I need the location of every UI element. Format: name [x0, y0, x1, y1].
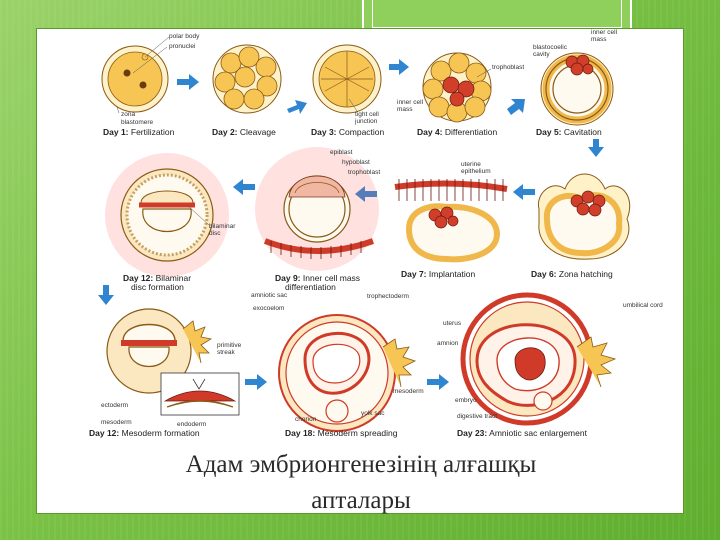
- stage-fertilization: polar body pronuclei zona blastomere Day…: [101, 33, 200, 137]
- label-primitive: primitive: [217, 342, 242, 349]
- label-tight-cell: tight cell: [355, 111, 379, 118]
- embryo-development-diagram: polar body pronuclei zona blastomere Day…: [89, 29, 663, 438]
- arrow-icon: [427, 374, 449, 390]
- label-zona: zona: [121, 111, 135, 118]
- label-chorion: chorion: [295, 416, 317, 423]
- label-uterine: uterine: [461, 161, 481, 168]
- label-bilaminar: bilaminar: [209, 223, 236, 230]
- label-umbilical-cord: umbilical cord: [623, 302, 663, 309]
- label-digestive-tract: digestive tract: [457, 413, 497, 420]
- stage-differentiation: trophoblast inner cell mass Day 4: Diffe…: [397, 52, 524, 137]
- label-trophoblast: trophoblast: [492, 64, 524, 71]
- stage-caption-bilaminar-2: disc formation: [131, 282, 184, 292]
- embryo: [514, 347, 546, 381]
- pronucleus: [139, 81, 147, 89]
- stage-caption-cleavage: Day 2: Cleavage: [212, 127, 276, 137]
- stage-compaction: tight cell junction Day 3: Compaction: [311, 44, 385, 137]
- arrow-icon: [588, 139, 604, 157]
- stage-inner-cell-mass-differentiation: epiblast hypoblast trophoblast Day 9: In…: [255, 147, 380, 292]
- arrow-icon: [287, 100, 307, 114]
- uterine-epithelium: [394, 180, 508, 192]
- caption-line-2: апталары: [311, 487, 411, 514]
- arrow-icon: [177, 74, 199, 90]
- arrow-icon: [233, 179, 255, 195]
- stage-caption-mesoderm-formation: Day 12: Mesoderm formation: [89, 428, 200, 438]
- slide-caption: Адам эмбрионгенезінің алғашқы апталары: [37, 447, 685, 519]
- stage-mesoderm-formation: primitive streak ectoderm mesoderm endod…: [89, 308, 242, 438]
- arrow-icon: [355, 186, 377, 202]
- label-inner-cell: inner cell: [397, 99, 424, 106]
- stage-caption-mesoderm-spreading: Day 18: Mesoderm spreading: [285, 428, 398, 438]
- arrow-icon: [389, 59, 409, 75]
- label-epiblast: epiblast: [330, 149, 353, 156]
- stage-implantation: uterine epithelium Day 7: Implantation: [394, 161, 508, 279]
- label-endoderm: endoderm: [177, 421, 206, 428]
- label-blastocoelic: blastocoelic: [533, 44, 568, 51]
- epiblast-hypoblast-mass: [288, 175, 346, 198]
- stage-mesoderm-spreading: amniotic sac exocoelom trophectoderm mes…: [251, 292, 424, 438]
- chorionic-villi: [182, 320, 213, 364]
- label-mesoderm: mesoderm: [101, 419, 132, 426]
- stage-cleavage: Day 2: Cleavage: [212, 44, 282, 137]
- label-yolk-sac: yolk sac: [361, 410, 385, 417]
- stage-caption-fertilization: Day 1: Fertilization: [103, 127, 175, 137]
- stage-caption-implantation: Day 7: Implantation: [401, 269, 475, 279]
- stage-caption-bilaminar: Day 12: Bilaminar: [123, 273, 191, 283]
- label-exocoelom: exocoelom: [253, 305, 284, 312]
- label-blastomere: blastomere: [121, 119, 154, 126]
- arrow-icon: [245, 374, 267, 390]
- zygote-cell: [107, 51, 163, 107]
- stage-caption-differentiation: Day 4: Differentiation: [417, 127, 497, 137]
- stage-caption-icm-differentiation-2: differentiation: [285, 282, 336, 292]
- arrow-icon: [513, 184, 535, 200]
- label-bilaminar-disc: disc: [209, 230, 221, 237]
- label-amnion: amnion: [437, 340, 459, 347]
- arrow-icon: [507, 99, 525, 115]
- label-trophectoderm: trophectoderm: [367, 293, 409, 300]
- stage-amniotic-sac-enlargement: umbilical cord uterus amnion embryo dige…: [437, 292, 663, 438]
- label-ectoderm: ectoderm: [101, 402, 128, 409]
- label-polar-body: polar body: [169, 33, 200, 40]
- title-placeholder-frame: [372, 0, 622, 28]
- caption-line-1: Адам эмбрионгенезінің алғашқы: [185, 451, 537, 478]
- yolk-sac: [325, 399, 349, 423]
- stage-caption-amniotic-sac: Day 23: Amniotic sac enlargement: [457, 428, 588, 438]
- stage-caption-zona-hatching: Day 6: Zona hatching: [531, 269, 613, 279]
- label-uterus: uterus: [443, 320, 462, 327]
- label-inner-cell-5: inner cell: [591, 29, 618, 36]
- stage-caption-cavitation: Day 5: Cavitation: [536, 127, 602, 137]
- stage-caption-compaction: Day 3: Compaction: [311, 127, 385, 137]
- pronucleus: [123, 69, 131, 77]
- label-hypoblast: hypoblast: [342, 159, 370, 166]
- label-tight-cell-junction: junction: [354, 118, 378, 125]
- label-inner-cell-mass-5: mass: [591, 36, 607, 43]
- stage-cavitation: blastocoelic cavity inner cell mass Day …: [533, 29, 618, 137]
- stage-zona-hatching: Day 6: Zona hatching: [531, 173, 631, 279]
- label-uterine-epithelium: epithelium: [461, 168, 491, 175]
- label-primitive-streak: streak: [217, 349, 235, 356]
- arrow-icon: [98, 285, 114, 305]
- stage-bilaminar-disc: bilaminar disc Day 12: Bilaminar disc fo…: [105, 153, 236, 292]
- label-trophoblast-9: trophoblast: [348, 169, 380, 176]
- stage-caption-icm-differentiation: Day 9: Inner cell mass: [275, 273, 360, 283]
- label-inner-cell-mass: mass: [397, 106, 413, 113]
- label-blastocoelic-cavity: cavity: [533, 51, 550, 58]
- label-pronuclei: pronuclei: [169, 43, 195, 50]
- label-embryo: embryo: [455, 397, 477, 404]
- label-mesoderm-18: mesoderm: [393, 388, 424, 395]
- diagram-panel: polar body pronuclei zona blastomere Day…: [36, 28, 684, 514]
- label-amniotic-sac: amniotic sac: [251, 292, 288, 299]
